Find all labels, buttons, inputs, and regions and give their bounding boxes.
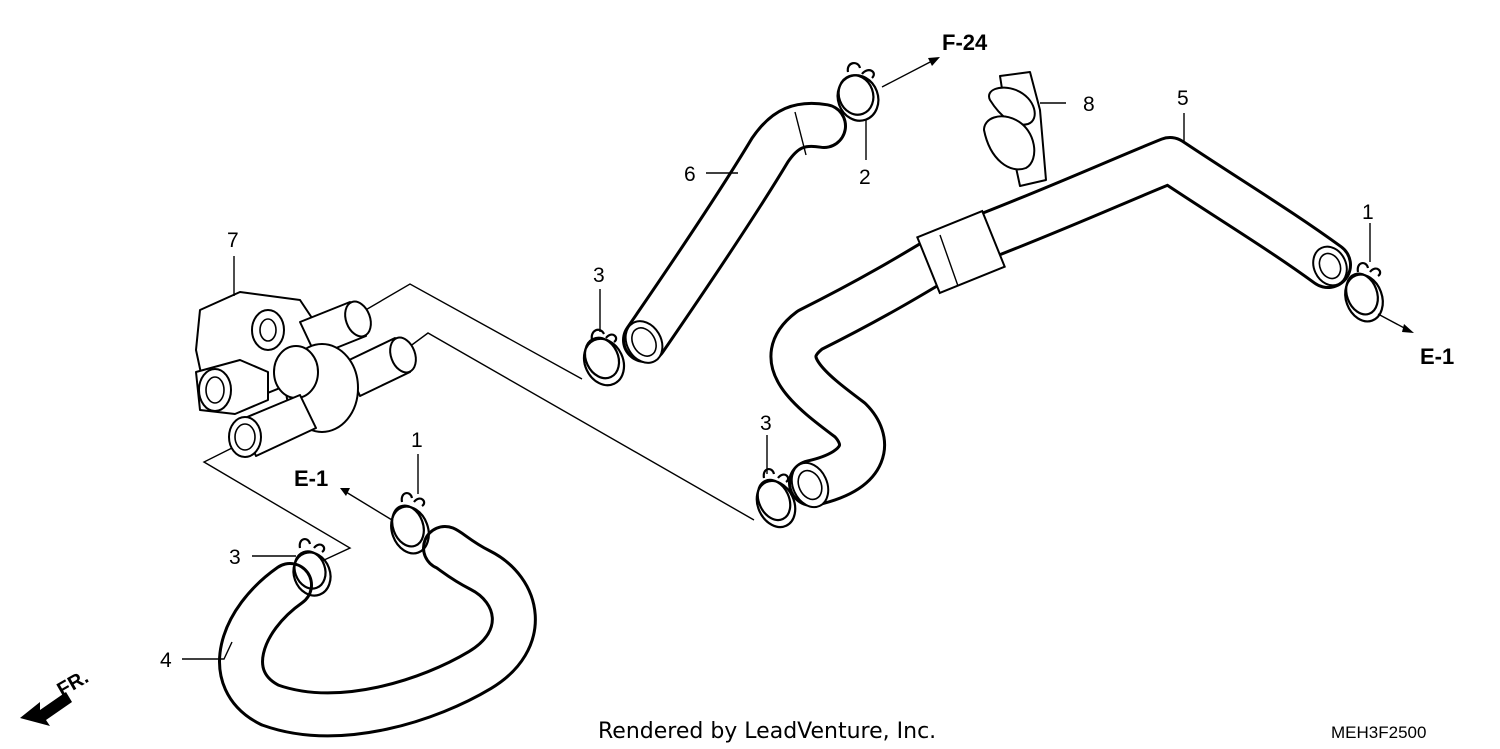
diagram-code: MEH3F2500 xyxy=(1331,723,1426,742)
front-indicator-label: FR. xyxy=(54,666,93,701)
hose-4[interactable] xyxy=(218,525,537,738)
callout-4: 4 xyxy=(160,649,172,672)
callout-6: 6 xyxy=(684,163,696,186)
hose-6[interactable] xyxy=(618,101,847,370)
callout-7: 7 xyxy=(227,229,239,252)
callout-3-left: 3 xyxy=(229,546,241,569)
clamp-2[interactable] xyxy=(831,62,884,126)
front-direction-arrow-icon xyxy=(20,692,72,726)
callout-leaders xyxy=(182,102,1371,660)
ref-f-24: F-24 xyxy=(942,30,988,55)
callout-1-left: 1 xyxy=(411,429,423,452)
clamp-3-left[interactable] xyxy=(288,538,337,601)
callout-5: 5 xyxy=(1177,87,1189,110)
callout-2: 2 xyxy=(859,166,871,189)
callout-8: 8 xyxy=(1083,93,1095,116)
hose-5[interactable] xyxy=(769,136,1353,513)
clamp-3-mid[interactable] xyxy=(750,468,803,533)
routing-guide-lines xyxy=(202,283,755,562)
credit-text: Rendered by LeadVenture, Inc. xyxy=(598,719,936,744)
ref-e-1-right: E-1 xyxy=(1420,344,1454,369)
clamp-1-left[interactable] xyxy=(385,492,435,559)
reference-arrows xyxy=(340,57,1414,521)
water-valve-7[interactable] xyxy=(195,291,420,458)
hose-holder-8[interactable] xyxy=(983,71,1047,187)
callout-3-top: 3 xyxy=(593,264,605,287)
ref-e-1-left: E-1 xyxy=(294,466,328,491)
callout-1-right: 1 xyxy=(1362,201,1374,224)
callout-3-mid: 3 xyxy=(760,412,772,435)
clamp-3-top[interactable] xyxy=(577,328,632,392)
clamp-1-right[interactable] xyxy=(1339,262,1389,327)
